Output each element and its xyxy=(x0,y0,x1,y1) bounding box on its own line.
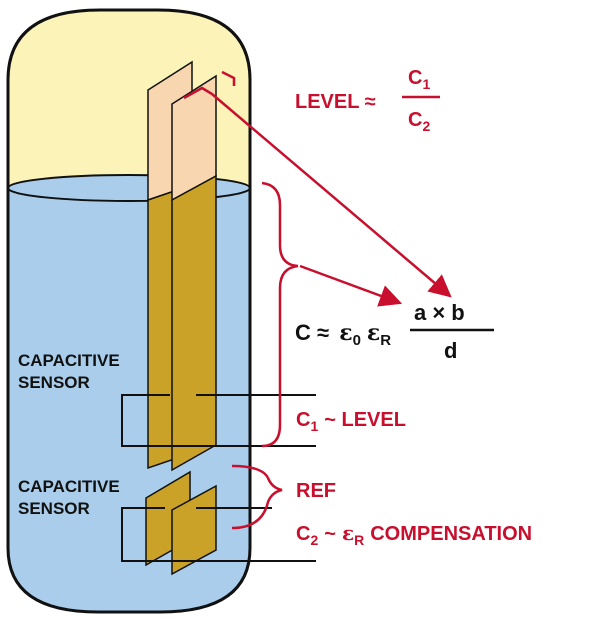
svg-text:C2: C2 xyxy=(408,109,430,134)
braces xyxy=(231,181,299,530)
ref-label: REF xyxy=(296,480,336,502)
level-brace xyxy=(261,181,299,448)
cap-epsR: ε xyxy=(367,320,380,346)
dimension-mark-a xyxy=(221,70,236,86)
level-formula: LEVEL ≈ C1 C2 xyxy=(295,67,440,134)
level-sensor-wiring xyxy=(121,394,316,447)
tank-outline xyxy=(6,8,252,614)
svg-text:SENSOR: SENSOR xyxy=(18,373,90,392)
sensor-upper-label: CAPACITIVE SENSOR xyxy=(18,351,120,392)
cap-eps0-sub: 0 xyxy=(353,332,361,349)
level-num-c: C xyxy=(408,67,422,89)
level-den-c: C xyxy=(408,109,422,131)
ref-sensor-wiring xyxy=(121,507,316,562)
c1-level-label: C1~ LEVEL xyxy=(296,409,406,434)
svg-text:C1: C1 xyxy=(408,67,430,92)
cap-denominator: d xyxy=(444,338,457,363)
arrow-to-ab xyxy=(211,93,452,298)
level-num-sub: 1 xyxy=(422,76,430,92)
level-den-sub: 2 xyxy=(422,118,430,134)
cap-eps0: ε xyxy=(339,320,352,346)
level-formula-prefix: LEVEL ≈ xyxy=(295,91,376,113)
sensor-lower-label: CAPACITIVE SENSOR xyxy=(18,477,120,518)
arrow-brace-to-formula xyxy=(299,264,403,307)
svg-text:SENSOR: SENSOR xyxy=(18,499,90,518)
svg-text:CAPACITIVE: CAPACITIVE xyxy=(18,351,120,370)
dimension-mark-b xyxy=(183,86,213,100)
cap-numerator: a × b xyxy=(414,300,465,325)
electrode-front-wet xyxy=(171,174,217,472)
svg-text:CAPACITIVE: CAPACITIVE xyxy=(18,477,120,496)
cap-epsR-sub: R xyxy=(380,332,391,349)
ref-brace xyxy=(231,464,283,530)
level-electrodes xyxy=(147,60,236,472)
cap-prefix: C ≈ xyxy=(295,320,329,345)
arrows xyxy=(211,93,452,307)
